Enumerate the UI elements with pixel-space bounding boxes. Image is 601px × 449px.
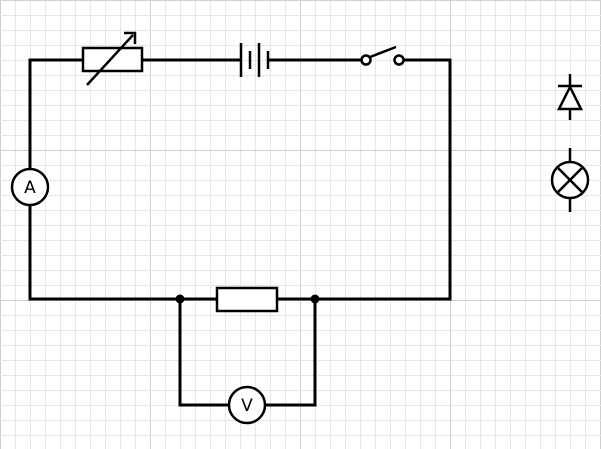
- voltmeter-label: V: [241, 396, 253, 416]
- ammeter-label: A: [24, 178, 36, 198]
- variable-resistor-body: [81, 46, 144, 73]
- junction-dot-right: [310, 294, 320, 304]
- lamp-cross-2: [556, 166, 584, 194]
- lamp-symbol: [550, 148, 590, 212]
- battery-symbol: [239, 43, 270, 77]
- variable-resistor-symbol: [81, 31, 144, 86]
- junction-dot-left: [175, 294, 185, 304]
- ammeter-symbol: A: [10, 167, 50, 207]
- diode-triangle: [556, 84, 584, 111]
- main-circuit-wires: [28, 58, 452, 301]
- voltmeter-branch-wires: [178, 297, 317, 407]
- voltmeter-symbol: V: [227, 385, 267, 425]
- resistor-symbol: [215, 286, 279, 313]
- switch-right-contact: [393, 54, 405, 66]
- voltmeter-circle: [227, 385, 267, 425]
- switch-lever: [369, 45, 397, 59]
- switch-left-contact: [360, 54, 372, 66]
- diode-symbol: [556, 74, 584, 120]
- variable-resistor-arrow-head: [124, 31, 137, 44]
- ammeter-circle: [10, 167, 50, 207]
- variable-resistor-arrow-shaft: [86, 34, 134, 86]
- switch-symbol: [360, 45, 405, 66]
